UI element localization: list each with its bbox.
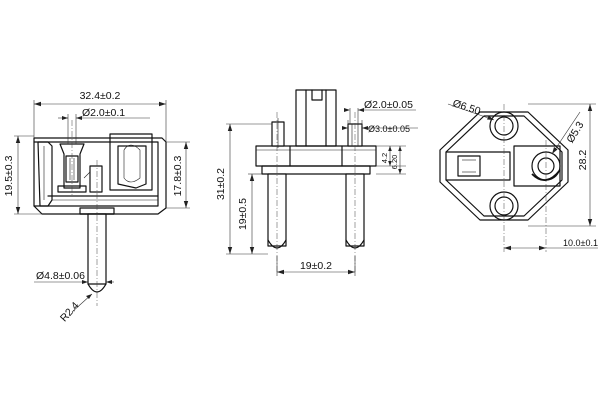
top-latch-arc xyxy=(531,169,561,181)
front-pin-dia-small-label: Ø2.0±0.05 xyxy=(364,99,413,111)
top-offset-label: 10.0±0.1 xyxy=(563,238,598,248)
front-overall-height-label: 31±0.2 xyxy=(215,168,227,200)
front-flange xyxy=(255,145,377,167)
top-hole-dia-label: Ø6.50 xyxy=(451,97,482,117)
side-body-outline xyxy=(33,137,167,215)
front-top-boss xyxy=(295,89,337,147)
side-overall-height-label: 19.5±0.3 xyxy=(3,155,15,196)
top-latch xyxy=(513,145,561,187)
front-pin-length-label: 19±0.5 xyxy=(237,198,249,230)
top-overall-height-label: 28.2 xyxy=(577,150,589,171)
side-pin-dia-label: Ø4.8±0.06 xyxy=(36,270,85,282)
front-step-b-label: 6.20 xyxy=(390,155,399,170)
side-tip-radius-label: R2.4 xyxy=(58,300,82,325)
top-hole-dia-leader xyxy=(447,103,495,121)
side-terminal-line xyxy=(83,171,91,179)
front-top-boss-inner xyxy=(305,89,327,147)
top-hole-dia-small-leader xyxy=(551,111,581,155)
top-view: Ø6.50 Ø5.3 28.2 10.0±0.1 xyxy=(439,97,598,252)
top-hole-dia-small-label: Ø5.3 xyxy=(564,119,586,145)
side-left-cap xyxy=(33,141,53,207)
side-pin-dia-small-label: Ø2.0±0.1 xyxy=(82,107,125,119)
top-central-slot xyxy=(445,151,511,181)
side-view: 32.4±0.2 Ø2.0±0.1 19.5±0.3 17.8±0.3 Ø4.8… xyxy=(3,90,190,324)
front-step-a-label: 4.2 xyxy=(380,153,389,163)
side-latch-curve xyxy=(123,144,141,183)
side-body-inner xyxy=(37,141,159,207)
front-view: Ø2.0±0.05 Ø3.0±0.05 4.2 6.20 31±0.2 19±0… xyxy=(215,89,418,276)
front-pin-dia-counterbore-label: Ø3.0±0.05 xyxy=(368,124,410,134)
top-slot-window xyxy=(457,155,481,177)
top-diamond-outline xyxy=(439,111,569,221)
side-contact-housing xyxy=(59,143,85,189)
side-latch-window xyxy=(117,145,147,189)
front-top-notch xyxy=(311,89,323,101)
front-collar xyxy=(261,165,371,175)
side-body-height-label: 17.8±0.3 xyxy=(172,155,184,196)
side-terminal xyxy=(89,165,103,193)
front-pin-spacing-label: 19±0.2 xyxy=(300,260,332,272)
side-overall-width-label: 32.4±0.2 xyxy=(80,90,121,102)
front-flange-step-left xyxy=(289,145,343,167)
top-diamond-inner xyxy=(445,115,563,217)
side-latch-frame xyxy=(109,133,153,191)
